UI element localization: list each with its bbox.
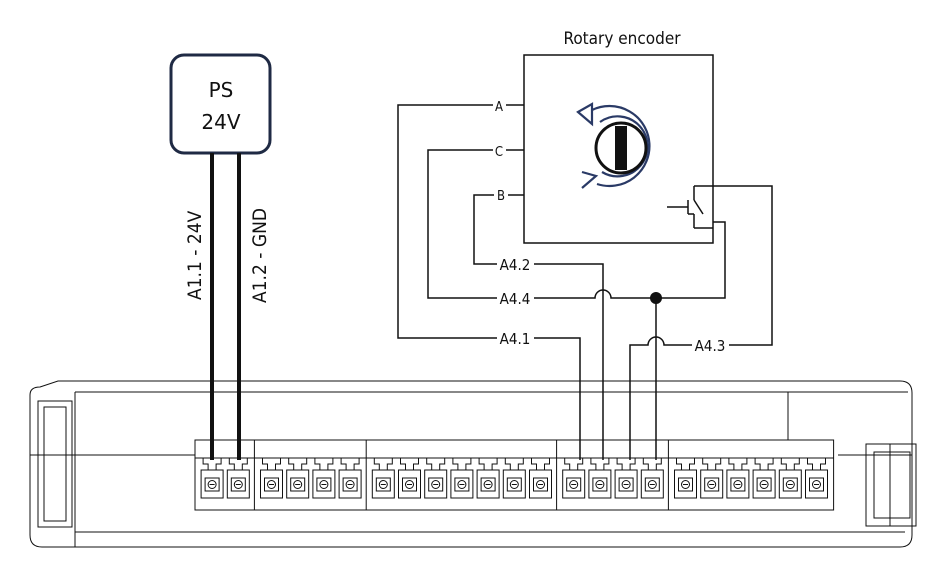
- terminal-screw: [450, 458, 474, 499]
- terminal-screw: [588, 458, 612, 499]
- terminal-screw: [700, 458, 724, 499]
- pin-label-c: C: [495, 145, 503, 160]
- push-switch-icon: [667, 185, 713, 229]
- encoder-title: Rotary encoder: [563, 29, 681, 49]
- power-wires: [210, 153, 241, 460]
- wire-label-a4-1: A4.1: [500, 330, 531, 348]
- wire-label-a4-4: A4.4: [500, 290, 531, 308]
- rotation-arrow-icon: [576, 102, 651, 189]
- wire-label-24v: A1.1 - 24V: [184, 210, 206, 300]
- terminal-group: [365, 439, 559, 511]
- terminal-group: [253, 439, 368, 511]
- terminal-screw: [424, 458, 448, 499]
- junction-dot: [650, 292, 662, 304]
- terminal-group: [667, 439, 835, 511]
- terminal-screw: [778, 458, 802, 499]
- rotary-encoder: A C B: [495, 54, 714, 244]
- signal-wires: [397, 104, 773, 460]
- terminal-block: [194, 439, 835, 511]
- terminal-screw: [640, 458, 664, 499]
- terminal-screw: [398, 458, 421, 499]
- terminal-screw: [752, 458, 776, 499]
- power-supply: PS 24V: [169, 53, 272, 155]
- terminal-screw: [200, 458, 224, 499]
- wire-label-a4-3: A4.3: [695, 337, 726, 355]
- pin-label-b: B: [497, 189, 505, 204]
- terminal-screw: [371, 458, 395, 499]
- terminal-screw: [502, 458, 526, 499]
- terminal-screw: [805, 458, 828, 499]
- terminal-group: [556, 439, 670, 511]
- terminal-screw: [529, 458, 552, 499]
- terminal-screw: [726, 458, 750, 499]
- ps-voltage-label: 24V: [201, 110, 240, 134]
- terminal-screw: [476, 458, 500, 499]
- wire-label-a4-2: A4.2: [500, 256, 531, 274]
- terminal-screw: [286, 458, 310, 499]
- encoder-knob-icon: [594, 121, 648, 175]
- terminal-screw: [260, 458, 283, 499]
- wire-label-gnd: A1.2 - GND: [249, 208, 271, 303]
- terminal-screw: [338, 458, 362, 499]
- terminal-screw: [674, 458, 697, 499]
- terminal-group: [194, 439, 256, 511]
- ps-label: PS: [209, 78, 234, 102]
- terminal-screw: [312, 458, 336, 499]
- terminal-screw: [226, 458, 250, 499]
- terminal-screw: [614, 458, 638, 499]
- pin-label-a: A: [495, 100, 503, 115]
- terminal-screw: [562, 458, 586, 499]
